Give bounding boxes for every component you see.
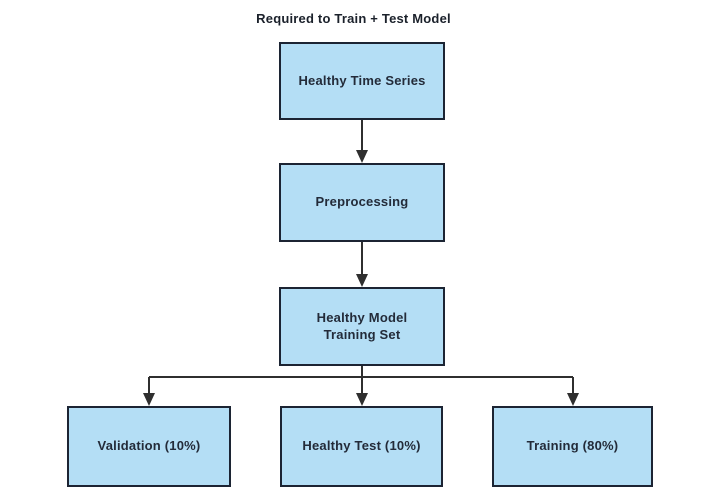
node-label: Healthy Model Training Set [316,309,408,342]
diagram-title: Required to Train + Test Model [256,11,451,26]
node-healthy-time-series: Healthy Time Series [279,42,445,120]
node-label: Training (80%) [526,438,619,454]
node-validation: Validation (10%) [67,406,231,487]
node-label: Validation (10%) [97,438,201,454]
node-preprocessing: Preprocessing [279,163,445,242]
arrowhead-branch-to-validation [143,393,155,406]
arrowhead-healthy-time-series-to-preprocessing [356,150,368,163]
node-healthy-test: Healthy Test (10%) [280,406,443,487]
arrowhead-branch-to-healthy-test [356,393,368,406]
node-label: Healthy Time Series [298,72,426,88]
arrowhead-branch-to-training [567,393,579,406]
node-healthy-model-training-set: Healthy Model Training Set [279,287,445,366]
node-label: Healthy Test (10%) [302,438,421,454]
node-label: Preprocessing [315,194,409,210]
node-training: Training (80%) [492,406,653,487]
arrowhead-preprocessing-to-training-set [356,274,368,287]
